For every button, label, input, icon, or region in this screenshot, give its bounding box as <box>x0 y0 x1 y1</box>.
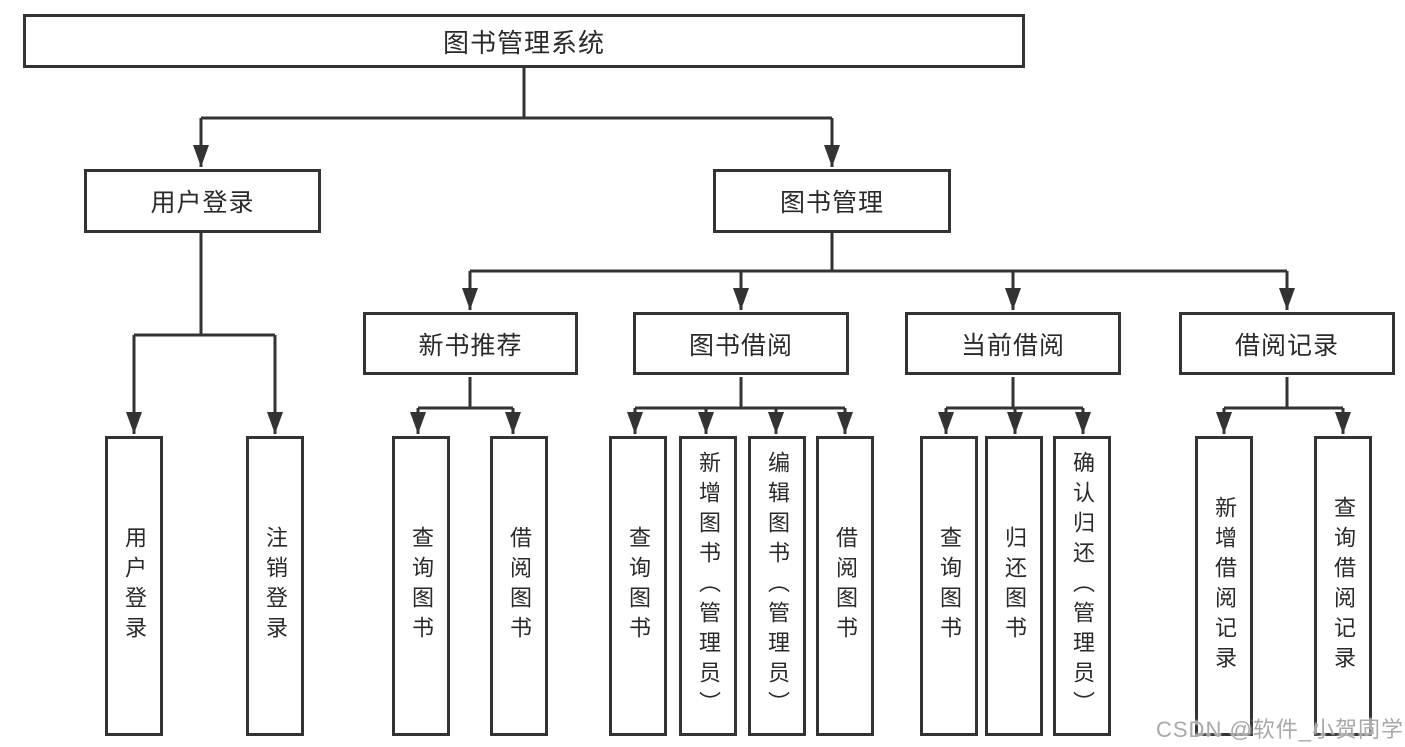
node-label: 新增借阅记录 <box>1212 496 1237 676</box>
leaf-logout: 注销登录 <box>246 436 304 736</box>
node-label: 查询图书 <box>409 526 434 646</box>
leaf-current-confirm-return-admin: 确认归还（管理员） <box>1053 436 1111 736</box>
node-book-borrowing: 图书借阅 <box>633 312 849 375</box>
node-label: 图书管理 <box>779 189 884 217</box>
node-label: 新增图书（管理员） <box>696 451 721 721</box>
leaf-borrowing-add-books-admin: 新增图书（管理员） <box>679 436 737 736</box>
leaf-borrowing-borrow-books: 借阅图书 <box>816 436 874 736</box>
node-user-login: 用户登录 <box>84 169 321 233</box>
node-new-book-recommendation: 新书推荐 <box>363 312 578 375</box>
node-label: 查询图书 <box>937 526 962 646</box>
node-borrowing-records: 借阅记录 <box>1179 312 1395 375</box>
leaf-recommend-query-books: 查询图书 <box>392 436 450 736</box>
leaf-records-query-borrow-record: 查询借阅记录 <box>1314 436 1372 736</box>
node-label: 借阅图书 <box>507 526 532 646</box>
node-label: 编辑图书（管理员） <box>765 451 790 721</box>
node-label: 注销登录 <box>263 526 288 646</box>
node-label: 当前借阅 <box>960 331 1065 360</box>
node-label: 查询借阅记录 <box>1331 496 1356 676</box>
leaf-user-login: 用户登录 <box>105 436 163 736</box>
leaf-current-query-books: 查询图书 <box>920 436 978 736</box>
node-label: 新书推荐 <box>418 331 523 360</box>
node-label: 用户登录 <box>150 189 255 217</box>
node-book-management: 图书管理 <box>713 169 951 233</box>
leaf-recommend-borrow-books: 借阅图书 <box>490 436 548 736</box>
node-label: 借阅图书 <box>833 526 858 646</box>
node-label: 查询图书 <box>626 526 651 646</box>
csdn-watermark: CSDN @软件_小贺同学 <box>1156 717 1405 742</box>
node-label: 借阅记录 <box>1234 331 1339 360</box>
node-label: 图书管理系统 <box>442 27 605 58</box>
leaf-current-return-books: 归还图书 <box>985 436 1043 736</box>
node-library-management-system: 图书管理系统 <box>23 14 1025 68</box>
node-label: 确认归还（管理员） <box>1070 451 1095 721</box>
node-label: 用户登录 <box>122 526 147 646</box>
leaf-borrowing-query-books: 查询图书 <box>609 436 667 736</box>
leaf-borrowing-edit-books-admin: 编辑图书（管理员） <box>748 436 806 736</box>
node-label: 图书借阅 <box>688 331 793 360</box>
leaf-records-add-borrow-record: 新增借阅记录 <box>1195 436 1253 736</box>
node-label: 归还图书 <box>1002 526 1027 646</box>
node-current-borrowing: 当前借阅 <box>905 312 1121 375</box>
